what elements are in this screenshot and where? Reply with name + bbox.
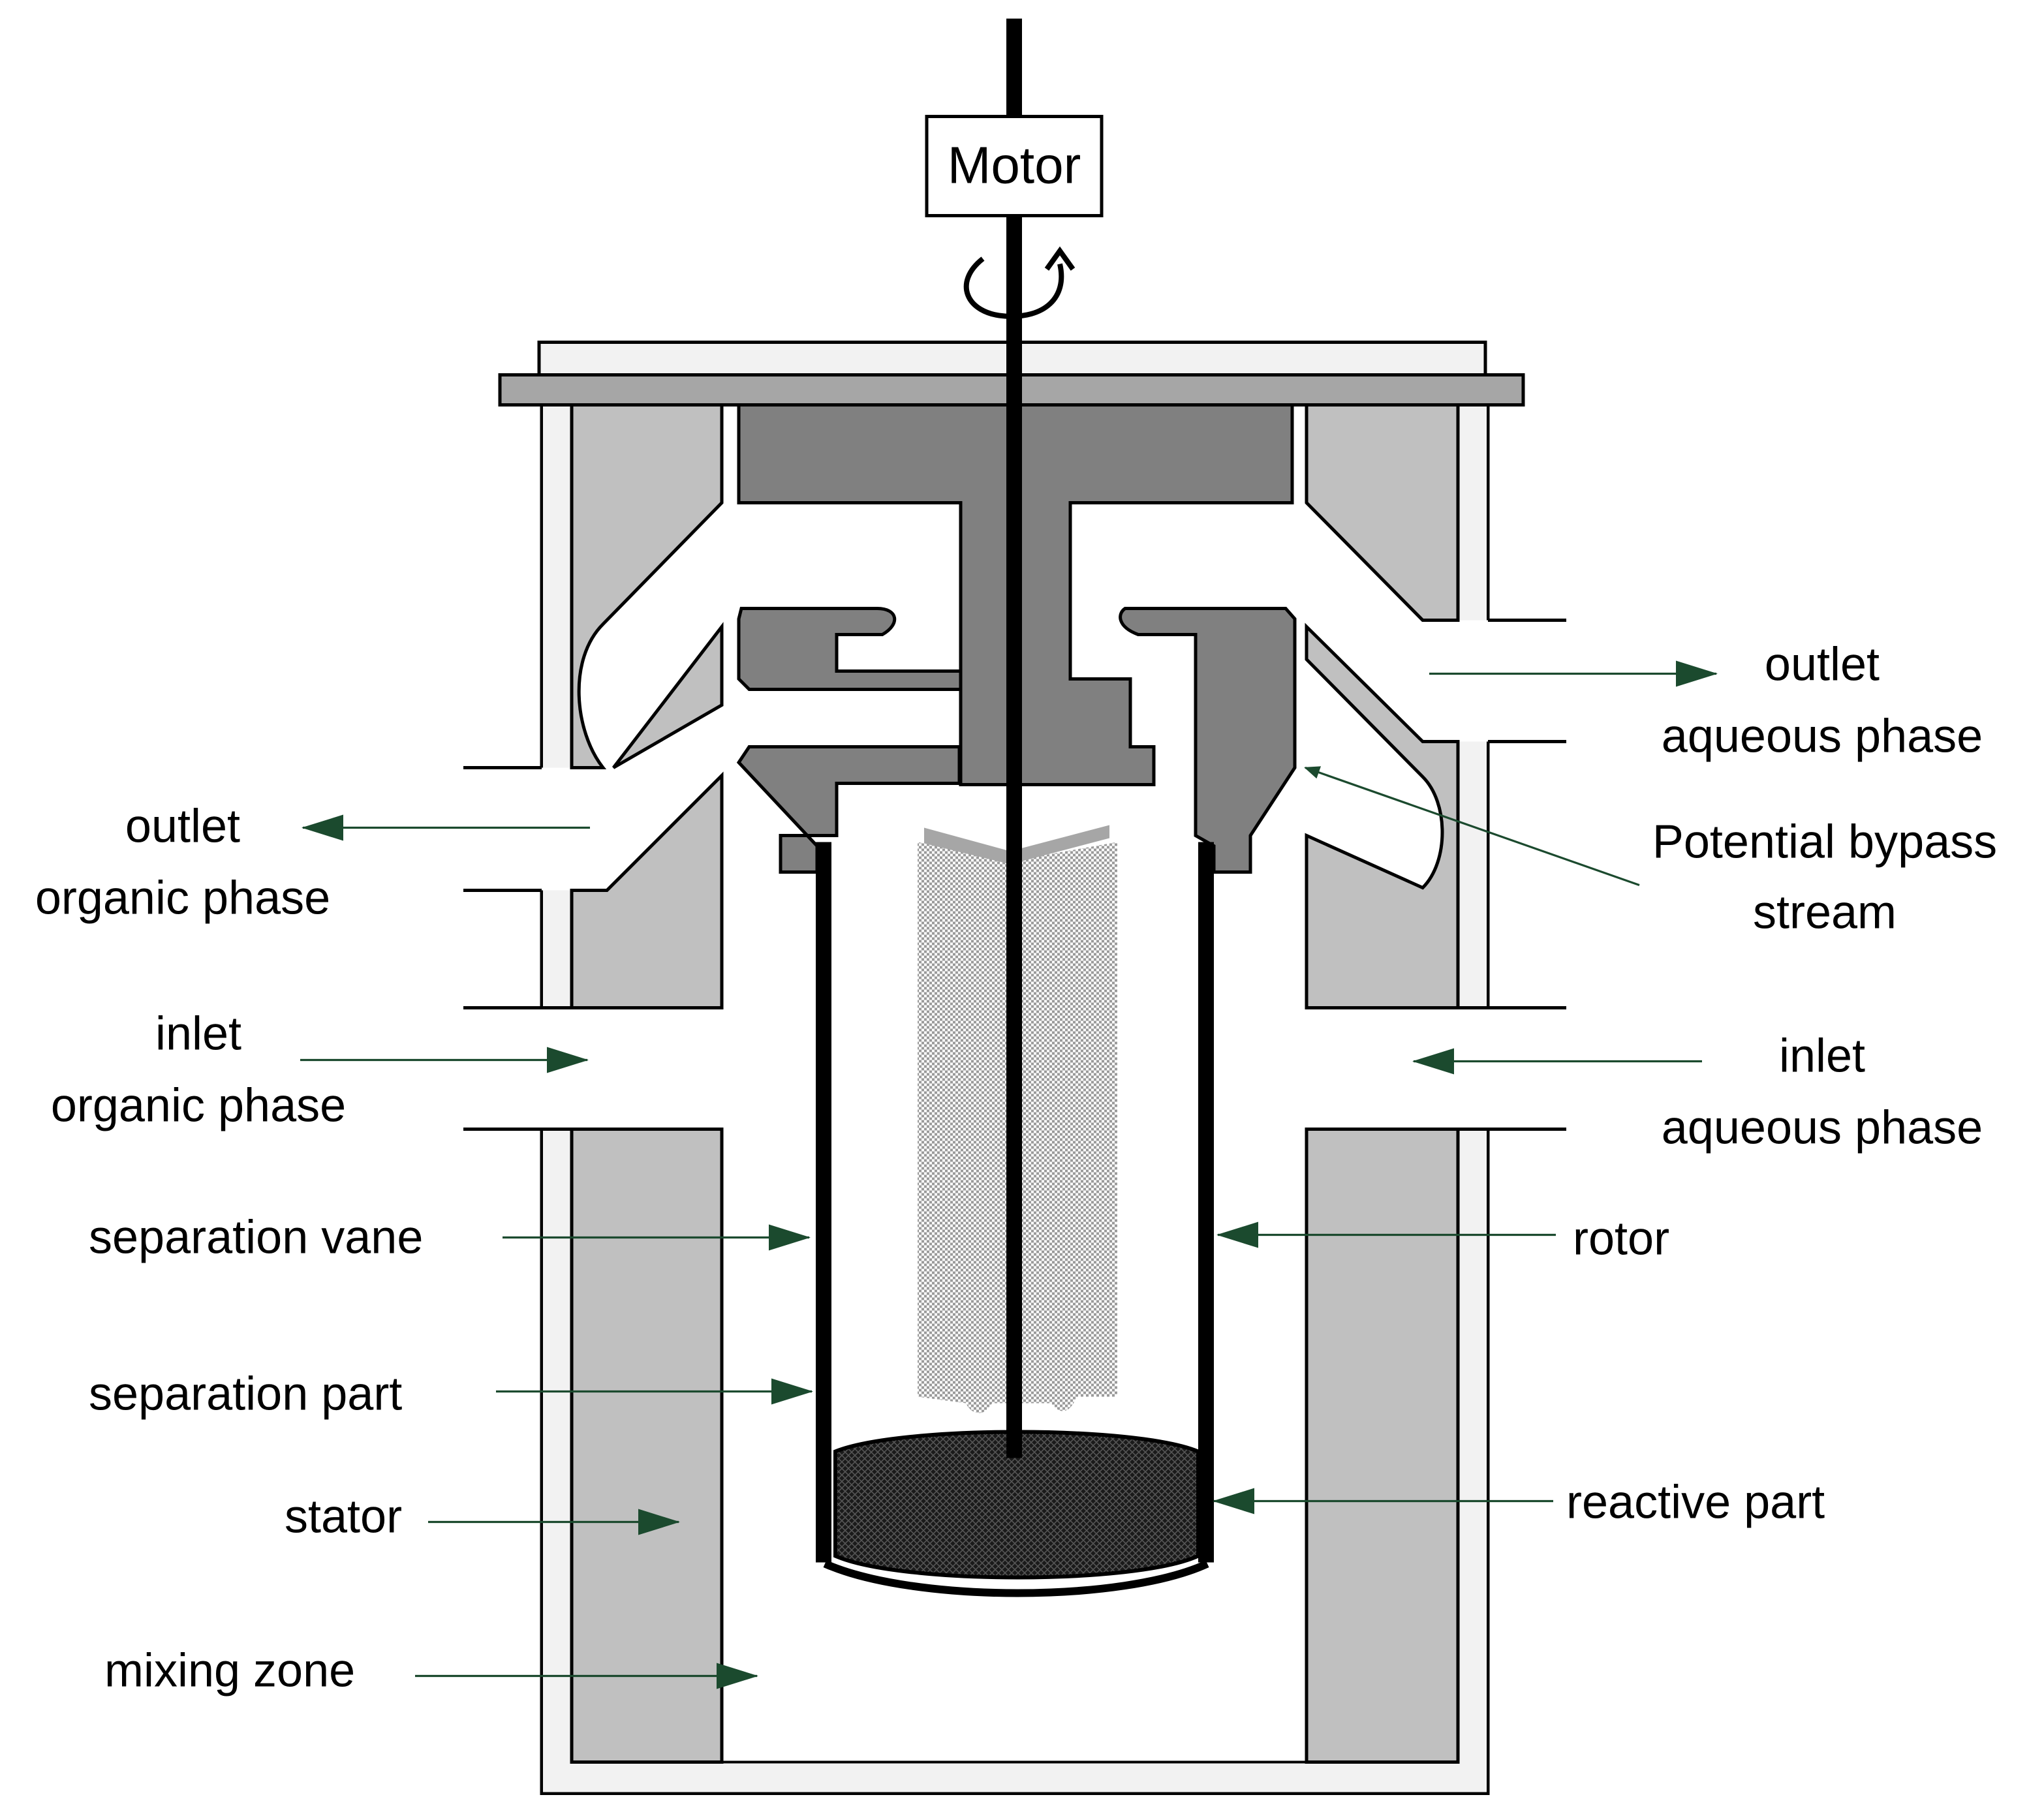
label-separation-part: separation part (89, 1368, 402, 1420)
label-outlet-aqueous-line1: outlet (1765, 639, 1880, 691)
shaft (1006, 18, 1022, 1458)
label-separation-vane: separation vane (89, 1212, 423, 1264)
label-bypass-line2: stream (1753, 887, 1897, 939)
label-outlet-organic-line1: outlet (125, 801, 240, 853)
rotation-arrow-icon (963, 246, 1076, 319)
label-inlet-organic-line1: inlet (155, 1008, 241, 1060)
reactive-part (833, 1430, 1200, 1580)
label-inlet-aqueous-line1: inlet (1779, 1030, 1865, 1083)
label-outlet-aqueous-line2: aqueous phase (1662, 711, 1983, 763)
motor-label: Motor (948, 136, 1081, 194)
label-reactive-part: reactive part (1566, 1477, 1825, 1529)
label-inlet-aqueous-line2: aqueous phase (1662, 1102, 1983, 1154)
label-outlet-organic-line2: organic phase (35, 872, 330, 925)
label-bypass-line1: Potential bypass (1652, 816, 1997, 868)
label-stator: stator (285, 1491, 402, 1543)
label-inlet-organic-line2: organic phase (51, 1080, 346, 1132)
label-rotor: rotor (1573, 1213, 1669, 1265)
labels: outlet organic phase inlet organic phase… (35, 639, 1997, 1697)
label-mixing-zone: mixing zone (104, 1645, 355, 1697)
arrow-bypass (1304, 766, 1640, 887)
motor-box (925, 115, 1104, 217)
leader-arrows (300, 660, 1718, 1689)
